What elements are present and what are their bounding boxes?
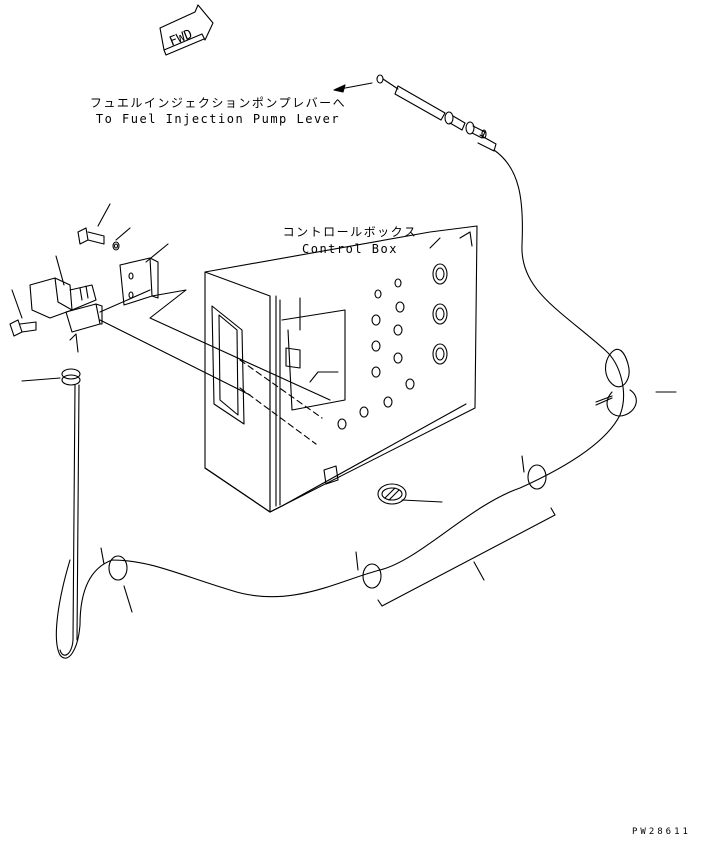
cable-rod-end: [377, 75, 496, 151]
bolts: [10, 228, 119, 336]
solenoid-assembly: [30, 258, 158, 352]
control-box-holes: [338, 279, 414, 429]
cable-clamp-1: [596, 349, 636, 416]
control-box: [205, 226, 477, 512]
cable-clamp-4: [101, 548, 127, 580]
control-box-label-jp: コントロールボックス: [282, 225, 418, 239]
control-box-label-en: Control Box: [302, 242, 398, 256]
pump-lever-label-jp: フュエルインジェクションポンプレバーへ: [89, 96, 347, 110]
cable-grommet: [62, 369, 80, 385]
fwd-arrow-label: FWD: [167, 27, 195, 50]
cable-knob: [378, 484, 406, 504]
cable-clamp-3: [356, 552, 381, 588]
drawing-code: PW28611: [632, 827, 691, 837]
clamp-group-bracket: [378, 508, 555, 606]
callout-leaders: [12, 204, 676, 612]
throttle-cable: [80, 150, 624, 625]
cable-clamp-2: [522, 456, 546, 489]
solenoid-linkage: [100, 290, 330, 400]
control-box-gauges: [433, 264, 447, 364]
fwd-arrow: FWD: [160, 5, 213, 55]
pump-lever-leader: [334, 83, 372, 92]
cable-loop: [56, 560, 80, 658]
mounting-dashed-lines: [240, 360, 322, 444]
pump-lever-label-en: To Fuel Injection Pump Lever: [95, 112, 341, 126]
